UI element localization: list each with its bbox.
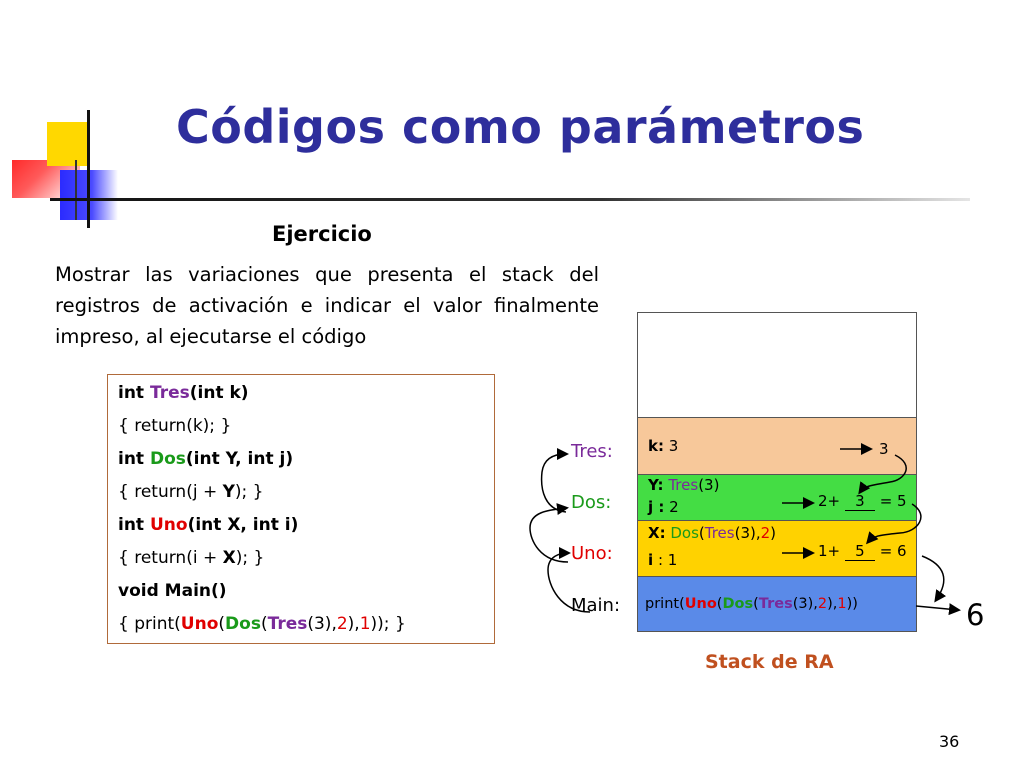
stack-caption: Stack de RA [705,651,834,673]
uno-frame-calc-blank: 5 [844,542,875,561]
dos-frame-calc-blank: 3 [844,492,875,511]
stack-frame-empty [637,312,917,419]
code-box [107,374,495,644]
title-underline [50,198,970,201]
logo-yellow-square [47,122,87,166]
return-arrow-uno-main [921,555,947,603]
exercise-text: Mostrar las variaciones que presenta el … [55,259,599,352]
dos-frame-y: Y: Tres(3) [648,476,720,494]
code-line-1: int Tres(int k) [118,383,249,403]
stack-label-uno: Uno: [571,543,613,564]
uno-frame-calc: 1+ 5 = 6 [818,542,907,561]
uno-frame-i: i : 1 [648,551,678,569]
return-arrow-tres-dos [858,454,907,495]
exercise-heading: Ejercicio [272,222,372,246]
code-line-5: int Uno(int X, int i) [118,515,299,535]
printed-result: 6 [966,598,985,632]
exercise-text-body: Mostrar las variaciones que presenta el … [55,263,599,348]
dos-frame-j: j : 2 [648,498,679,516]
logo-vertical-line-thin [75,160,77,220]
arrow-to-printed-result [915,603,961,616]
tres-frame-k: k: 3 [648,437,679,455]
stack-frame-main [637,576,917,632]
stack-frame-uno [637,520,917,577]
call-arrow-dos-tres [540,448,569,513]
code-line-4: { return(j + Y); } [118,482,264,502]
code-line-3: int Dos(int Y, int j) [118,449,294,469]
return-arrow-dos-uno [866,503,922,545]
code-line-6: { return(i + X); } [118,548,265,568]
logo-vertical-line [87,110,90,228]
tres-frame-result: 3 [879,440,889,458]
call-arrow-uno-dos [529,503,569,563]
code-line-2: { return(k); } [118,416,232,436]
slide-title: Códigos como parámetros [176,100,865,154]
main-frame-print: print(Uno(Dos(Tres(3),2),1)) [645,596,858,612]
code-line-8: { print(Uno(Dos(Tres(3),2),1)); } [118,614,406,634]
stack-label-main: Main: [571,595,621,616]
call-arrow-main-uno [547,547,591,613]
code-line-7: void Main() [118,581,227,601]
page-number: 36 [939,732,960,751]
uno-frame-x: X: Dos(Tres(3),2) [648,524,777,542]
stack-label-dos: Dos: [571,492,612,513]
dos-frame-calc: 2+ 3 = 5 [818,492,907,511]
stack-label-tres: Tres: [571,441,613,462]
